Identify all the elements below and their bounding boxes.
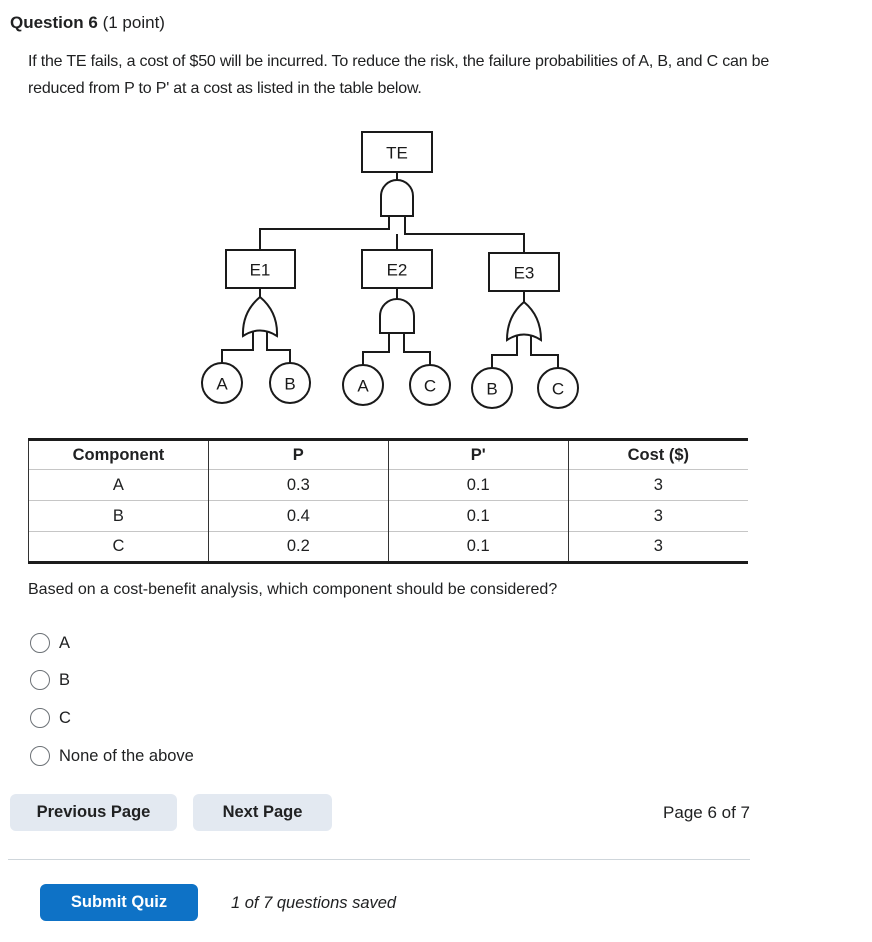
or-gate-icon bbox=[241, 295, 279, 338]
connector-lines bbox=[221, 172, 559, 370]
radio-button[interactable] bbox=[30, 708, 50, 728]
radio-label: A bbox=[59, 633, 71, 652]
col-header-cost: Cost ($) bbox=[627, 445, 690, 464]
event-label: C bbox=[552, 380, 564, 399]
radio-label: None of the above bbox=[59, 746, 194, 765]
fault-tree-diagram: TE E1 E2 E3 A B A C B C bbox=[201, 131, 579, 409]
page-indicator: Page 6 of 7 bbox=[663, 803, 750, 822]
radio-option-c[interactable]: C bbox=[30, 707, 71, 729]
table-row: A 0.3 0.1 3 bbox=[28, 469, 748, 501]
saved-status: 1 of 7 questions saved bbox=[231, 894, 397, 912]
radio-label: B bbox=[59, 670, 71, 689]
col-header-p: P bbox=[208, 439, 389, 470]
radio-button[interactable] bbox=[30, 746, 50, 766]
basic-event-circle bbox=[471, 367, 513, 409]
e3-label: E3 bbox=[514, 264, 535, 283]
next-page-button[interactable]: Next Page bbox=[193, 794, 332, 831]
cell: 0.2 bbox=[208, 531, 389, 563]
event-label: A bbox=[357, 377, 369, 396]
radio-option-a[interactable]: A bbox=[30, 632, 70, 654]
cell: 3 bbox=[568, 469, 748, 501]
e2-label: E2 bbox=[387, 261, 408, 280]
cell: 0.1 bbox=[388, 469, 569, 501]
e2-box bbox=[361, 249, 433, 289]
e1-label: E1 bbox=[250, 261, 271, 280]
cell: A bbox=[28, 469, 209, 501]
submit-quiz-button[interactable]: Submit Quiz bbox=[40, 884, 198, 921]
event-label: B bbox=[284, 375, 295, 394]
te-label: TE bbox=[386, 144, 408, 163]
cell: 3 bbox=[568, 500, 748, 532]
event-label: B bbox=[486, 380, 497, 399]
e3-box bbox=[488, 252, 560, 292]
cell: 0.4 bbox=[208, 500, 389, 532]
basic-event-circle bbox=[537, 367, 579, 409]
cell: 0.3 bbox=[208, 469, 389, 501]
cell: B bbox=[28, 500, 209, 532]
question-points: (1 point) bbox=[102, 13, 165, 32]
radio-option-none[interactable]: None of the above bbox=[30, 745, 194, 767]
question-prompt: If the TE fails, a cost of $50 will be i… bbox=[28, 53, 770, 97]
col-header-p-prime: P' bbox=[388, 439, 569, 470]
radio-button[interactable] bbox=[30, 633, 50, 653]
section-divider bbox=[8, 859, 750, 860]
te-box bbox=[361, 131, 433, 173]
e1-box bbox=[225, 249, 296, 289]
basic-event-circle bbox=[201, 362, 243, 404]
col-header-component: Component bbox=[28, 439, 209, 470]
cell: C bbox=[28, 531, 209, 563]
question-number: Question 6 bbox=[10, 13, 98, 32]
question-header: Question 6 (1 point) bbox=[10, 13, 165, 33]
and-gate-icon bbox=[380, 179, 414, 217]
cell: 0.1 bbox=[388, 531, 569, 563]
previous-page-button[interactable]: Previous Page bbox=[10, 794, 177, 831]
basic-event-circle bbox=[269, 362, 311, 404]
table-header-row: Component P P' Cost ($) bbox=[28, 439, 749, 470]
basic-event-circle bbox=[342, 364, 384, 406]
radio-button[interactable] bbox=[30, 670, 50, 690]
table-row: B 0.4 0.1 3 bbox=[28, 500, 748, 532]
cell: 3 bbox=[568, 531, 748, 563]
cell: 0.1 bbox=[388, 500, 569, 532]
basic-event-circle bbox=[409, 364, 451, 406]
event-label: A bbox=[216, 375, 228, 394]
cost-table: Component P P' Cost ($) A 0.3 0.1 3 B 0.… bbox=[28, 438, 748, 564]
and-gate-icon bbox=[379, 298, 415, 334]
radio-label: C bbox=[59, 708, 71, 727]
or-gate-icon bbox=[505, 300, 543, 342]
radio-option-b[interactable]: B bbox=[30, 669, 70, 691]
followup-question: Based on a cost-benefit analysis, which … bbox=[28, 581, 558, 598]
event-label: C bbox=[424, 377, 436, 396]
table-row: C 0.2 0.1 3 bbox=[28, 531, 748, 563]
